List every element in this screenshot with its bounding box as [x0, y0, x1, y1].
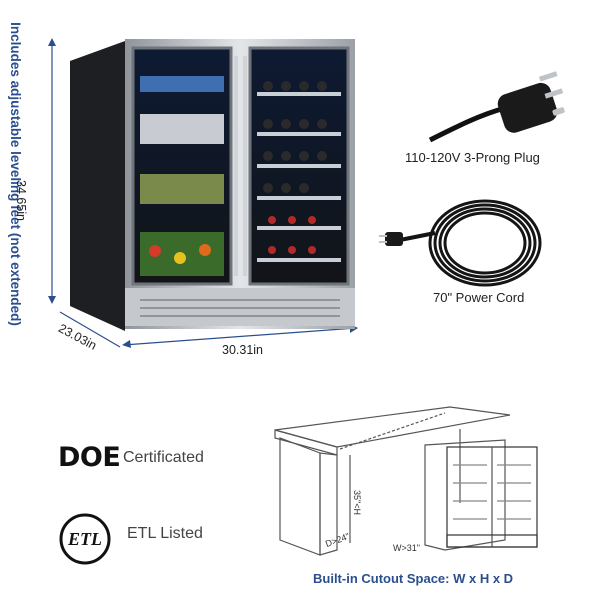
etl-icon: ETL	[59, 513, 111, 565]
three-prong-plug-image	[428, 71, 565, 143]
etl-listed-label: ETL Listed	[127, 525, 203, 542]
power-cord-label: 70" Power Cord	[433, 290, 525, 305]
plug-label: 110-120V 3-Prong Plug	[405, 150, 540, 165]
width-dimension: 30.31in	[222, 343, 264, 357]
cutout-height-label: 35"<H	[352, 490, 362, 515]
height-dimension: 34.65in	[14, 180, 28, 222]
cutout-caption: Built-in Cutout Space: W x H x D	[313, 571, 514, 586]
doe-certificated-label: Certificated	[123, 449, 204, 466]
wine-fridge-image	[70, 39, 355, 331]
doe-logo: DOE	[58, 442, 121, 473]
cutout-width-label: W>31"	[393, 543, 420, 553]
svg-text:ETL: ETL	[67, 529, 102, 549]
cutout-diagram	[274, 406, 538, 556]
power-cord-image	[379, 199, 542, 287]
